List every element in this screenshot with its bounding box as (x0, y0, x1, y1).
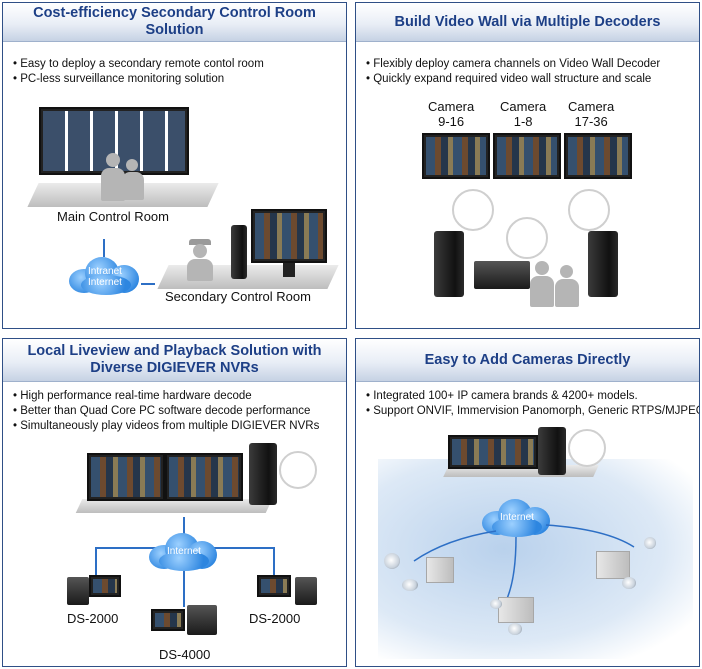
network-line (545, 524, 635, 548)
nvr-device (474, 261, 530, 289)
network-line (273, 547, 275, 577)
camera-label: Camera (500, 99, 547, 114)
operator-figure (99, 153, 129, 203)
network-line (95, 547, 97, 577)
intranet-cloud-icon: Intranet Internet (69, 255, 141, 295)
bullet-list: High performance real-time hardware deco… (13, 389, 340, 434)
nvr-ds2000-left (67, 577, 89, 605)
display-monitor (448, 435, 538, 469)
hdmi-connector-icon (568, 429, 606, 467)
ip-camera-icon (622, 577, 636, 589)
ip-camera-icon (644, 537, 656, 549)
hdmi-connector-icon (506, 217, 548, 259)
network-line (183, 567, 185, 607)
panel-title: Easy to Add Cameras Directly (356, 339, 699, 382)
cloud-label: Internet (167, 546, 201, 557)
guard-figure (185, 239, 215, 281)
bullet-item: Support ONVIF, Immervision Panomorph, Ge… (366, 404, 699, 419)
camera-group-label: Camera 9-16 (428, 99, 474, 129)
building-icon (596, 551, 630, 579)
camera-range: 9-16 (438, 114, 465, 129)
display-monitor (87, 453, 165, 501)
camera-label: Camera (568, 99, 615, 114)
ip-camera-icon (490, 599, 502, 609)
decoder-device (249, 443, 277, 505)
monitor-stand (283, 263, 295, 277)
wall-monitor (493, 133, 561, 179)
ip-camera-icon (402, 579, 418, 591)
display-monitor (165, 453, 243, 501)
operator-figure (121, 159, 145, 201)
camera-group-label: Camera 1-8 (500, 99, 546, 129)
bullet-item: Quickly expand required video wall struc… (366, 72, 693, 87)
network-line (413, 530, 497, 562)
camera-label: Camera (428, 99, 475, 114)
bullet-item: Simultaneously play videos from multiple… (13, 419, 340, 434)
building-icon (498, 597, 534, 623)
bullet-item: Better than Quad Core PC software decode… (13, 404, 340, 419)
ip-camera-icon (508, 623, 522, 635)
bullet-item: Easy to deploy a secondary remote contol… (13, 57, 340, 72)
panel-title-line: Local Liveview and Playback Solution wit… (27, 343, 322, 359)
cloud-label: Internet (500, 512, 534, 523)
hdmi-connector-icon (452, 189, 494, 231)
ip-camera-icon (384, 553, 400, 569)
bullet-item: PC-less surveillance monitoring solution (13, 72, 340, 87)
decoder-device (231, 225, 247, 279)
panel-liveview-playback: Local Liveview and Playback Solution wit… (2, 338, 347, 667)
cloud-label: Internet (88, 277, 122, 288)
main-control-room-label: Main Control Room (57, 209, 169, 224)
camera-range: 1-8 (513, 114, 533, 129)
panel-video-wall: Build Video Wall via Multiple Decoders F… (355, 2, 700, 329)
network-line (103, 239, 105, 257)
decoder-device (434, 231, 464, 297)
bullet-item: High performance real-time hardware deco… (13, 389, 340, 404)
panel-secondary-control-room: Cost-efficiency Secondary Control Room S… (2, 2, 347, 329)
panel-title-line: Diverse DIGIEVER NVRs (90, 360, 259, 376)
panel-title: Cost-efficiency Secondary Control Room S… (3, 3, 346, 42)
nvr-label: DS-2000 (249, 611, 301, 626)
network-links (413, 524, 635, 602)
laptop-illustration (89, 575, 121, 597)
monitor-illustration (251, 209, 327, 263)
wall-monitor (422, 133, 490, 179)
network-line (141, 283, 155, 285)
camera-range: 17-36 (574, 114, 608, 129)
bullet-list: Integrated 100+ IP camera brands & 4200+… (366, 389, 699, 419)
decoder-device (538, 427, 566, 475)
nvr-label: DS-4000 (159, 647, 211, 662)
cloud-label: Intranet (88, 266, 122, 277)
nvr-ds4000 (187, 605, 217, 635)
internet-cloud-icon: Internet (482, 499, 552, 537)
panel-add-cameras: Easy to Add Cameras Directly Integrated … (355, 338, 700, 667)
bullet-list: Flexibly deploy camera channels on Video… (366, 57, 693, 87)
camera-group-label: Camera 17-36 (568, 99, 614, 129)
nvr-label: DS-2000 (67, 611, 119, 626)
desk-floor (75, 499, 273, 513)
hdmi-connector-icon (279, 451, 317, 489)
bullet-list: Easy to deploy a secondary remote contol… (13, 57, 340, 87)
laptop-illustration (257, 575, 291, 597)
decoder-device (588, 231, 618, 297)
panel-title: Local Liveview and Playback Solution wit… (3, 339, 346, 382)
panel-title: Build Video Wall via Multiple Decoders (356, 3, 699, 42)
nvr-ds2000-right (295, 577, 317, 605)
secondary-control-room-label: Secondary Control Room (165, 289, 311, 304)
viewer-figure (554, 265, 580, 307)
internet-cloud-icon: Internet (149, 533, 219, 571)
hdmi-connector-icon (568, 189, 610, 231)
network-line (505, 536, 517, 602)
bullet-item: Integrated 100+ IP camera brands & 4200+… (366, 389, 693, 404)
building-icon (426, 557, 454, 583)
laptop-illustration (151, 609, 185, 631)
viewer-figure (528, 261, 556, 307)
bullet-item: Flexibly deploy camera channels on Video… (366, 57, 693, 72)
wall-monitor (564, 133, 632, 179)
network-line (183, 517, 185, 535)
